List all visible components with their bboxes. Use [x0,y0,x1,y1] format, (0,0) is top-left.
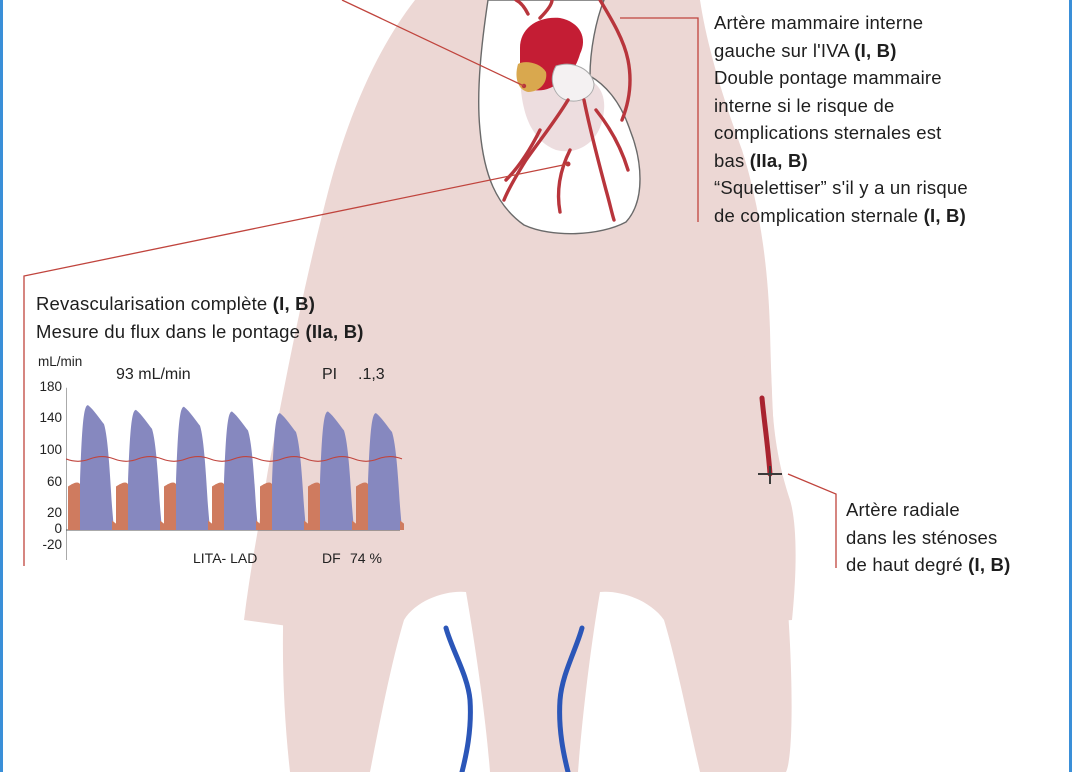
annotation-mammary-artery: Artère mammaire interne gauche sur l'IVA … [714,9,968,229]
flow-beat [272,413,306,530]
chart-pi-label: PI [322,366,338,383]
chart-graft-label: LITA- LAD [193,550,258,566]
right-arm [740,150,796,622]
flow-diastolic-dip [356,482,368,530]
flow-beat [176,406,210,530]
mammary-line-1: Artère mammaire interne [714,9,968,37]
radial-line-text: de haut degré [846,554,969,575]
mammary-line-4: interne si le risque de [714,92,968,120]
leader-lines [23,0,837,568]
mammary-line-grade: (IIa, B) [749,149,808,171]
flow-diastolic-dip [260,482,272,530]
flow-chart [66,387,404,560]
mammary-line-grade: (I, B) [854,39,897,61]
mammary-line-text: Double pontage mammaire [714,67,942,88]
flow-diastolic-dip [68,482,80,530]
flow-diastolic-dip [212,482,224,530]
y-tick-label: 100 [39,442,62,457]
mammary-line-text: bas [714,149,750,171]
flow-beat [128,409,162,530]
flow-diastolic-dip [164,482,176,530]
mean-flow-line [66,455,403,462]
revasc-line-grade: (IIa, B) [305,320,364,342]
mammary-line-text: “Squelettiser” s'il y a un risque [714,177,968,198]
mammary-line-6: bas (IIa, B) [714,147,968,175]
flow-beat [368,413,402,530]
radial-line-3: de haut degré (I, B) [846,551,1010,579]
flow-trough [112,520,116,530]
radial-line-text: dans les sténoses [846,526,998,548]
mammary-line-text: de complication sternale [714,204,924,226]
revasc-line-text: Mesure du flux dans le pontage [36,320,306,342]
mammary-line-7: “Squelettiser” s'il y a un risque [714,174,968,202]
mammary-line-5: complications sternales est [714,119,968,147]
y-tick-label: 60 [46,473,62,489]
flow-diastolic-dip [116,482,128,530]
saphenous-veins [443,625,585,772]
flow-trough [352,520,356,530]
chart-flow-label: 93 mL/min [116,366,191,383]
mammary-line-text: Artère mammaire interne [714,12,924,33]
flow-trough [400,520,404,530]
y-tick-label: 20 [46,505,62,521]
y-tick-label: -20 [42,536,62,552]
revasc-line-1: Revascularisation complète (I, B) [36,290,364,318]
flow-beat [320,411,354,530]
flow-trough [256,520,260,530]
revasc-line-grade: (I, B) [272,293,316,314]
mammary-line-8: de complication sternale (I, B) [714,202,968,230]
y-tick-label: 0 [54,521,62,536]
flow-trough [160,520,164,530]
frame-left-edge [0,0,3,772]
mammary-line-3: Double pontage mammaire [714,64,968,92]
flow-trough [208,520,212,530]
radial-line-grade: (I, B) [968,554,1011,575]
frame-right-edge [1069,0,1072,772]
pulmonary-trunk [551,63,595,102]
revasc-line-2: Mesure du flux dans le pontage (IIa, B) [36,318,364,346]
revasc-line-text: Revascularisation complète [36,293,273,314]
chart-y-unit: mL/min [38,354,83,369]
annotation-radial-artery: Artère radiale dans les sténoses de haut d… [846,496,1010,579]
radial-line-text: Artère radiale [846,499,960,520]
flow-beat [80,405,114,530]
mammary-line-grade: (I, B) [923,204,966,226]
flow-trough [304,520,308,530]
mammary-line-text: interne si le risque de [714,94,895,116]
torso [282,0,792,772]
mammary-line-text: complications sternales est [714,122,942,143]
chart-df-value: 74 % [350,550,382,566]
mammary-line-text: gauche sur l'IVA [714,39,855,61]
chart-pi-value: .1,3 [358,366,385,383]
heart-illustration [478,0,641,235]
annotation-revascularization: Revascularisation complète (I, B)Mesure … [36,290,364,345]
y-tick-label: 140 [39,410,62,426]
flow-beat [224,411,258,530]
chart-df-label: DF [322,550,341,566]
coronary-arteries [502,0,632,222]
flow-diastolic-dip [308,482,320,530]
mammary-line-2: gauche sur l'IVA (I, B) [714,37,968,65]
y-tick-label: 180 [39,378,62,394]
radial-line-2: dans les sténoses [846,524,1010,552]
radial-artery [758,395,782,484]
radial-line-1: Artère radiale [846,496,1010,524]
